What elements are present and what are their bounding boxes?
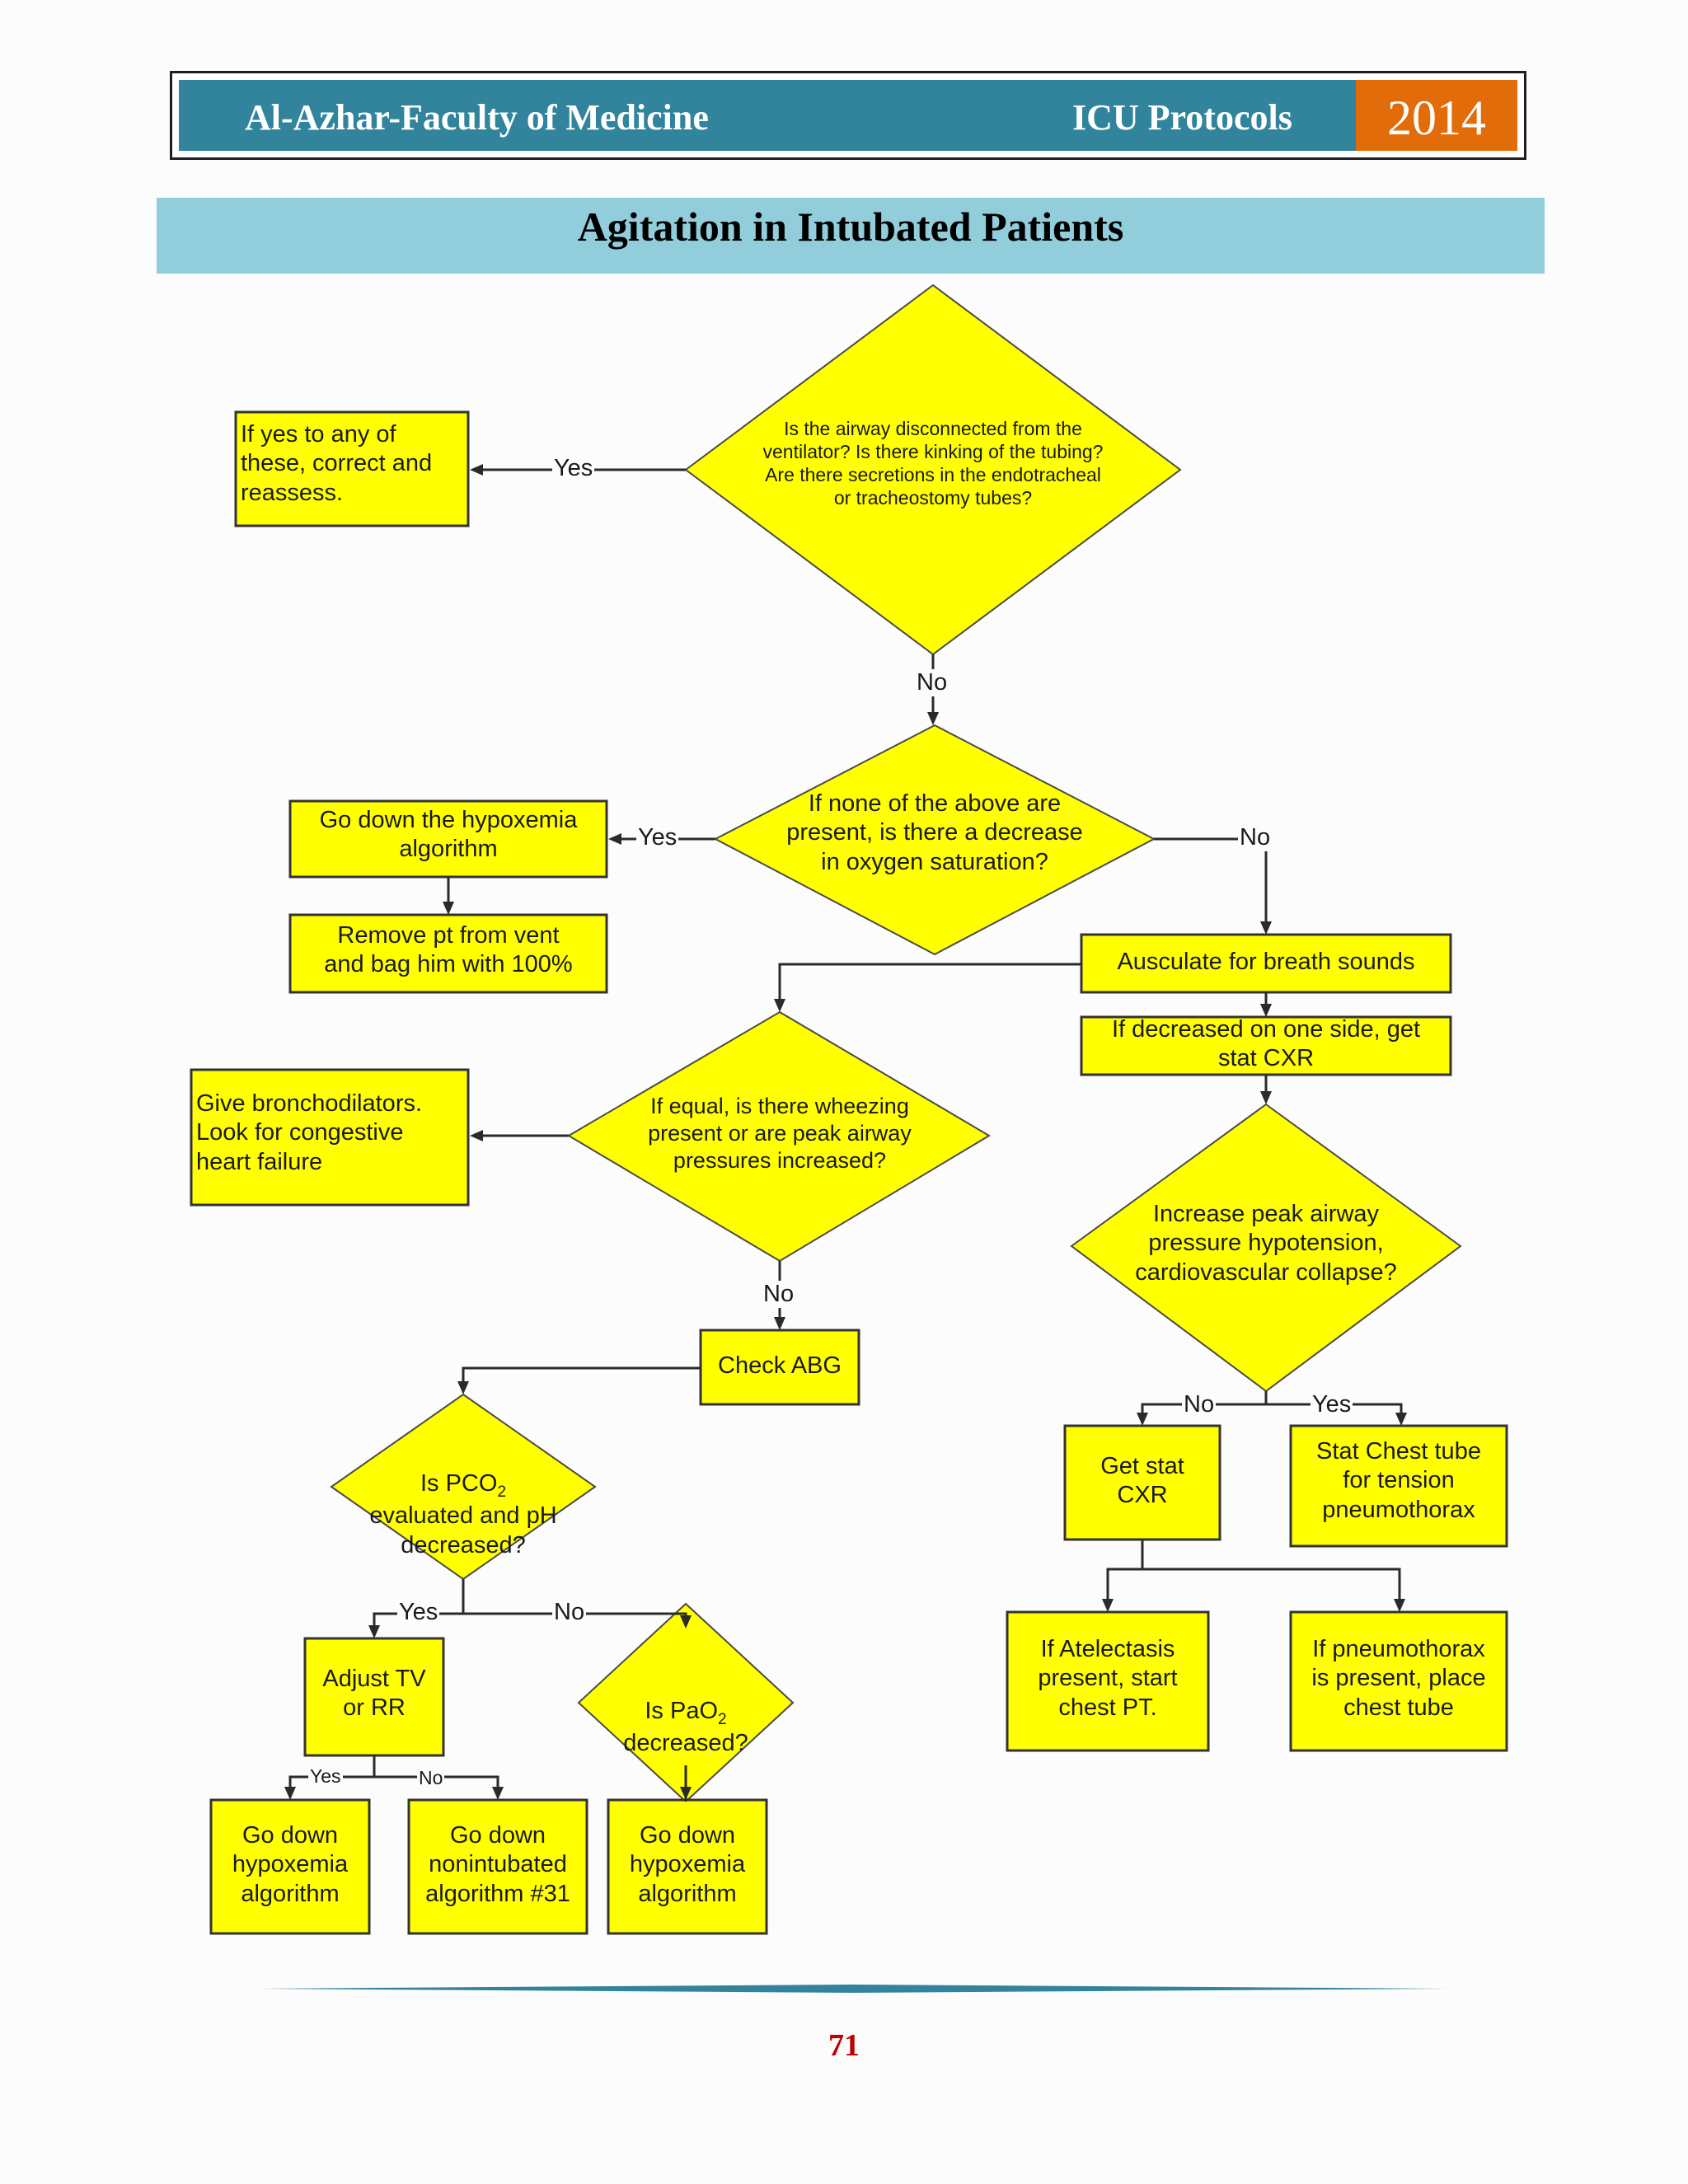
box-hypoxemia-top [288,799,608,879]
label-no-adjust: No [417,1767,445,1789]
diamond-o2sat [713,724,1156,956]
pco2-rest: evaluated and pH decreased? [369,1502,557,1558]
pao2-rest: decreased? [623,1730,748,1757]
label-no-wheezing: No [762,1281,796,1308]
header-band: Al-Azhar-Faculty of Medicine ICU Protoco… [179,80,1517,151]
box-correct [234,410,470,527]
label-no-peak: No [1182,1391,1217,1418]
label-yes-airway: Yes [552,455,595,482]
page-number: 71 [828,2028,860,2063]
o2-saturation-question: If none of the above are present, is the… [786,790,1083,875]
footer-divider [260,1985,1447,1993]
label-yes-o2: Yes [636,824,679,851]
box-hypoxemia-b [607,1798,768,1935]
box-decreased-side [1080,1015,1452,1076]
pneumothorax-text: If pneumothorax is present, place chest … [1311,1636,1486,1721]
header-book-title: ICU Protocols [1072,97,1292,138]
box-chest-tube [1289,1424,1508,1548]
label-yes-adjust: Yes [308,1765,343,1788]
pco2-subscript: 2 [497,1483,507,1502]
hypoxemia-top-text: Go down the hypoxemia algorithm [319,807,578,863]
airway-question: Is the airway disconnected from the vent… [762,418,1104,509]
box-pneumothorax [1289,1610,1508,1752]
title-band: Agitation in Intubated Patients [157,198,1545,274]
box-check-abg [699,1329,860,1406]
running-header: Al-Azhar-Faculty of Medicine ICU Protoco… [170,71,1526,160]
pao2-subscript: 2 [718,1711,727,1729]
wheezing-question: If equal, is there wheezing present or a… [648,1094,912,1173]
bronchodilators-text: Give bronchodilators. Look for congestiv… [196,1090,423,1175]
label-yes-peak: Yes [1311,1391,1353,1418]
pao2-question: Is PaO2 decreased? [597,1668,775,1759]
pco2-prefix: Is PCO [420,1470,498,1497]
peak-pressure-question: Increase peak airway pressure hypotensio… [1135,1201,1397,1286]
label-no-o2: No [1238,824,1273,851]
nonintubated-text: Go down nonintubated algorithm #31 [425,1822,570,1907]
page-title: Agitation in Intubated Patients [577,204,1124,250]
decreased-side-text: If decreased on one side, get stat CXR [1111,1016,1421,1072]
pao2-prefix: Is PaO [645,1698,719,1725]
box-adjust-tv [303,1637,445,1757]
pco2-question: Is PCO2 evaluated and pH decreased? [340,1441,587,1560]
atelectasis-text: If Atelectasis present, start chest PT. [1038,1636,1178,1721]
header-institution: Al-Azhar-Faculty of Medicine [245,97,709,138]
box-atelectasis [1006,1610,1210,1752]
chest-tube-text: Stat Chest tube for tension pneumothorax [1316,1438,1481,1523]
correct-reassess-text: If yes to any of these, correct and reas… [241,421,433,506]
box-nonintubated [407,1798,588,1935]
label-no-airway: No [915,669,950,696]
label-yes-pco2: Yes [397,1599,440,1626]
label-no-pco2: No [552,1599,587,1626]
remove-pt-text: Remove pt from vent and bag him with 100… [324,922,573,978]
box-hypoxemia-a [209,1798,371,1935]
box-stat-cxr [1063,1424,1221,1541]
adjust-tv-text: Adjust TV or RR [322,1666,426,1722]
check-abg-text: Check ABG [718,1352,842,1379]
hypoxemia-b-text: Go down hypoxemia algorithm [629,1822,746,1907]
header-year: 2014 [1356,80,1517,151]
box-bronchodilators [190,1068,470,1207]
stat-cxr-text: Get stat CXR [1100,1453,1184,1509]
auscultate-text: Ausculate for breath sounds [1117,949,1415,975]
box-remove-pt [288,913,608,994]
hypoxemia-a-text: Go down hypoxemia algorithm [232,1822,349,1907]
